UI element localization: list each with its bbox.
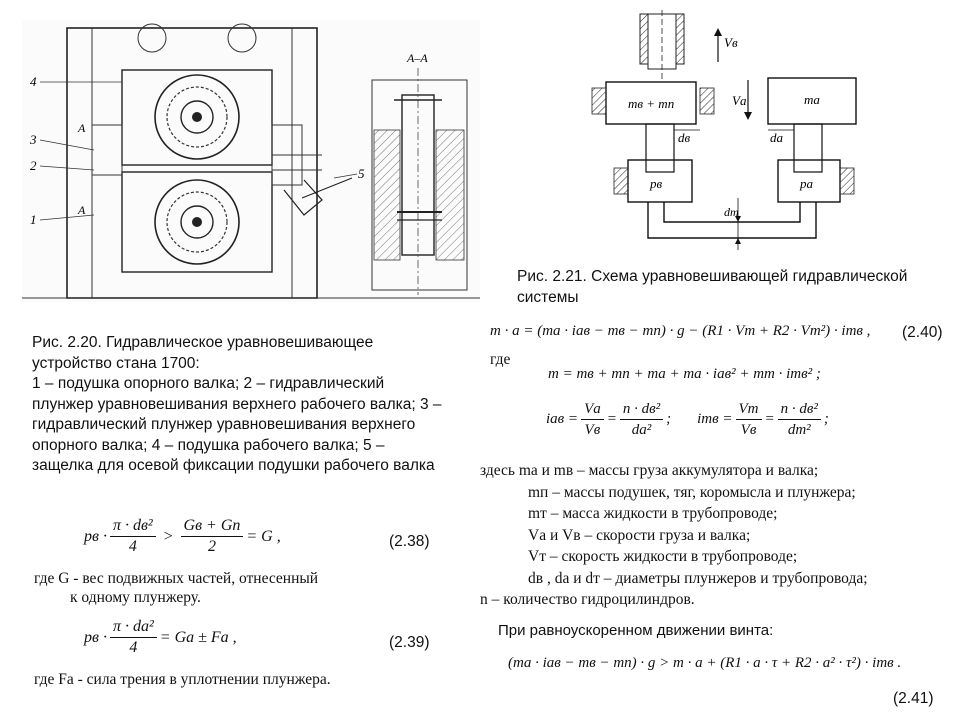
equation-number-240: (2.40) [902, 324, 943, 341]
eq-i-numerator-1: Vа [581, 400, 604, 420]
label-mass-right: mа [804, 92, 820, 107]
equation-number-241: (2.41) [893, 690, 934, 707]
section-mark-a-left: А [77, 121, 86, 135]
eq-i-separator: ; [666, 411, 672, 427]
eq-i-numerator-4: n · dв² [777, 400, 821, 420]
definition-line-6: dв , dа и dт – диаметры плунжеров и труб… [528, 569, 868, 587]
figure-caption-220: Рис. 2.20. Гидравлическое уравновешивающ… [32, 333, 482, 477]
where-238: где G - вес подвижных частей, отнесенный… [34, 569, 318, 607]
caption-220-line-1: Рис. 2.20. Гидравлическое уравновешивающ… [32, 334, 374, 351]
eq-238-fraction-2: Gв + Gп 2 [180, 517, 244, 556]
eq-238-denominator-1: 4 [128, 538, 137, 555]
figure-caption-221: Рис. 2.21. Схема уравновешивающей гидрав… [517, 267, 957, 308]
caption-220-line-2: устройство стана 1700: [32, 354, 200, 372]
equation-238: pв · π · dв² 4 > Gв + Gп 2 = G , [84, 517, 281, 556]
eq-239-denominator: 4 [129, 639, 138, 656]
definition-line-3: mт – масса жидкости в трубопроводе; [528, 505, 778, 522]
eq-i-av-label: iав = [546, 411, 579, 427]
eq-239-numerator: π · dа² [109, 618, 157, 638]
caption-220-line-3: 1 – подушка опорного валка; 2 – гидравли… [32, 375, 385, 392]
eq-i-denominator-2: dа² [631, 422, 652, 438]
definition-line-5: Vт – скорость жидкости в трубопроводе; [528, 548, 798, 565]
where-239: где Fа - сила трения в уплотнении плунже… [34, 671, 331, 688]
section-mark-a-right: А [77, 203, 86, 217]
eq-i-end: ; [823, 411, 829, 427]
eq-i-fraction-3: Vт Vв [735, 400, 762, 439]
eq-238-operator: > [162, 527, 174, 545]
label-d-t: dт [724, 205, 739, 219]
eq-239-rhs: = Gа ± Fа , [159, 628, 237, 646]
caption-220-line-5: гидравлический плунжер уравновешивания в… [32, 416, 416, 433]
eq-238-rhs: = G , [246, 527, 281, 545]
definition-line-1: здесь mа и mв – массы груза аккумулятора… [480, 462, 819, 479]
caption-220-line-6: опорного валка; 4 – подушка рабочего вал… [32, 436, 385, 454]
section-label: А–А [406, 51, 428, 65]
label-p-v: pв [649, 176, 663, 191]
label-v-v: Vв [724, 35, 738, 50]
callout-1: 1 [30, 212, 37, 227]
uniform-motion-text: При равноускоренном движении винта: [498, 622, 774, 639]
hydraulic-scheme-figure: Vв mв + mп Vа mа dв dа pв pа dт [591, 10, 857, 250]
eq-i-equals-2: = [764, 411, 775, 427]
label-mass-left: mв + mп [628, 96, 674, 111]
definition-line-2: mп – массы подушек, тяг, коромысла и плу… [528, 483, 856, 501]
eq-i-denominator-1: Vв [584, 422, 601, 438]
callout-4: 4 [30, 74, 37, 89]
eq-238-fraction-1: π · dв² 4 [109, 517, 156, 556]
eq-239-fraction: π · dа² 4 [109, 618, 157, 657]
equation-241: (mа · iав − mв − mп) · g > m · a + (R1 ·… [508, 655, 902, 671]
eq-238-numerator-1: π · dв² [109, 517, 156, 537]
eq-i-fraction-2: n · dв² dа² [619, 400, 664, 439]
equation-i: iав = Vа Vв = n · dв² dа² ; iтв = Vт Vв … [546, 400, 829, 439]
label-d-a: dа [770, 130, 784, 145]
caption-220-line-7: защелка для осевой фиксации подушки рабо… [32, 457, 435, 474]
where-240: где [490, 351, 511, 368]
equation-number-238: (2.38) [389, 533, 430, 550]
eq-i-denominator-4: dт² [787, 422, 811, 438]
caption-220-line-4: плунжер уравновешивания верхнего рабочег… [32, 395, 442, 413]
eq-238-lhs: pв · [84, 527, 107, 545]
callout-3: 3 [29, 132, 37, 147]
label-p-a: pа [799, 176, 814, 191]
eq-238-denominator-2: 2 [207, 538, 216, 555]
definitions-list: здесь mа и mв – массы груза аккумулятора… [480, 460, 868, 611]
definition-line-4: Vа и Vв – скорости груза и валка; [528, 526, 751, 544]
where-238-line-1: где G - вес подвижных частей, отнесенный [34, 570, 319, 587]
eq-i-denominator-3: Vв [740, 422, 757, 438]
eq-i-equals-1: = [606, 411, 617, 427]
equation-m: m = mв + mп + mа + mа · iав² + mт · iтв²… [548, 366, 821, 382]
where-238-line-2: к одному плунжеру. [70, 589, 201, 606]
definition-line-7: n – количество гидроцилиндров. [480, 591, 695, 608]
callout-2: 2 [30, 158, 37, 173]
equation-number-239: (2.39) [389, 634, 430, 651]
caption-221-line-2: системы [517, 288, 579, 306]
callout-5: 5 [358, 166, 365, 181]
eq-238-numerator-2: Gв + Gп [180, 517, 244, 537]
caption-221-line-1: Рис. 2.21. Схема уравновешивающей гидрав… [517, 268, 908, 285]
eq-i-fraction-4: n · dв² dт² [777, 400, 821, 439]
eq-i-fraction-1: Vа Vв [581, 400, 604, 439]
eq-i-numerator-2: n · dв² [619, 400, 664, 420]
label-d-v: dв [678, 130, 691, 145]
mill-drawing-figure: 4 3 2 1 5 А А А–А [22, 20, 480, 302]
eq-i-numerator-3: Vт [735, 400, 762, 420]
eq-239-lhs: pв · [84, 628, 107, 646]
equation-239: pв · π · dа² 4 = Gа ± Fа , [84, 618, 237, 657]
label-v-a: Vа [732, 93, 747, 108]
equation-240: m · a = (mа · iав − mв − mп) · g − (R1 ·… [490, 323, 871, 339]
eq-i-tv-label: iтв = [697, 411, 733, 427]
